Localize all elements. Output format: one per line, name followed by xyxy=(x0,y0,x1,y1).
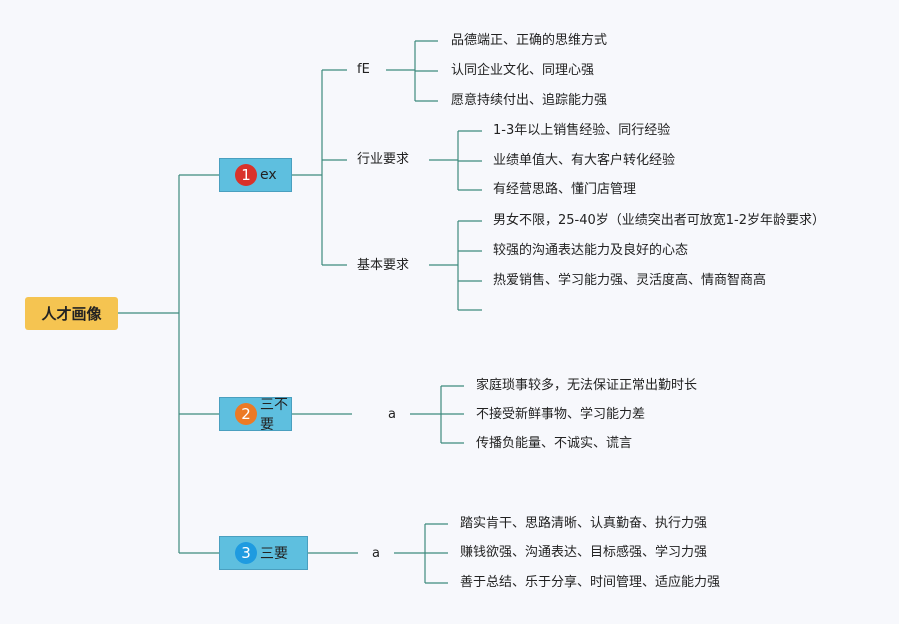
branch-node-3[interactable]: 3 三要 xyxy=(219,536,308,570)
branch-label: ex xyxy=(260,167,277,183)
sub-node-industry[interactable]: 行业要求 xyxy=(357,152,410,167)
leaf-node[interactable]: 家庭琐事较多，无法保证正常出勤时长 xyxy=(476,378,698,393)
leaf-node[interactable]: 1-3年以上销售经验、同行经验 xyxy=(493,123,671,138)
root-node[interactable]: 人才画像 xyxy=(25,297,118,330)
branch-label: 三要 xyxy=(260,546,288,562)
leaf-node[interactable]: 不接受新鲜事物、学习能力差 xyxy=(476,407,646,422)
leaf-node[interactable]: 善于总结、乐于分享、时间管理、适应能力强 xyxy=(460,575,721,590)
number-badge-icon: 2 xyxy=(235,403,257,425)
leaf-node[interactable]: 较强的沟通表达能力及良好的心态 xyxy=(493,243,689,258)
sub-node-a[interactable]: a xyxy=(388,407,396,422)
leaf-node[interactable]: 有经营思路、懂门店管理 xyxy=(493,182,637,197)
sub-node-basic[interactable]: 基本要求 xyxy=(357,258,410,273)
branch-label: 三不要 xyxy=(260,397,288,433)
leaf-node[interactable]: 热爱销售、学习能力强、灵活度高、情商智商高 xyxy=(493,273,767,288)
number-badge-icon: 1 xyxy=(235,164,257,186)
leaf-node[interactable]: 品德端正、正确的思维方式 xyxy=(451,33,608,48)
leaf-node[interactable]: 男女不限，25-40岁（业绩突出者可放宽1-2岁年龄要求） xyxy=(493,213,826,228)
leaf-node[interactable]: 踏实肯干、思路清晰、认真勤奋、执行力强 xyxy=(460,516,708,531)
leaf-node[interactable]: 愿意持续付出、追踪能力强 xyxy=(451,93,608,108)
leaf-node[interactable]: 业绩单值大、有大客户转化经验 xyxy=(493,153,676,168)
leaf-node[interactable]: 认同企业文化、同理心强 xyxy=(451,63,595,78)
branch-node-1[interactable]: 1 ex xyxy=(219,158,292,192)
sub-node-fe[interactable]: fE xyxy=(357,62,370,77)
number-badge-icon: 3 xyxy=(235,542,257,564)
root-label: 人才画像 xyxy=(41,305,102,323)
branch-node-2[interactable]: 2 三不要 xyxy=(219,397,292,433)
leaf-node[interactable]: 赚钱欲强、沟通表达、目标感强、学习力强 xyxy=(460,545,708,560)
leaf-node[interactable]: 传播负能量、不诚实、谎言 xyxy=(476,436,633,451)
sub-node-a[interactable]: a xyxy=(372,546,380,561)
